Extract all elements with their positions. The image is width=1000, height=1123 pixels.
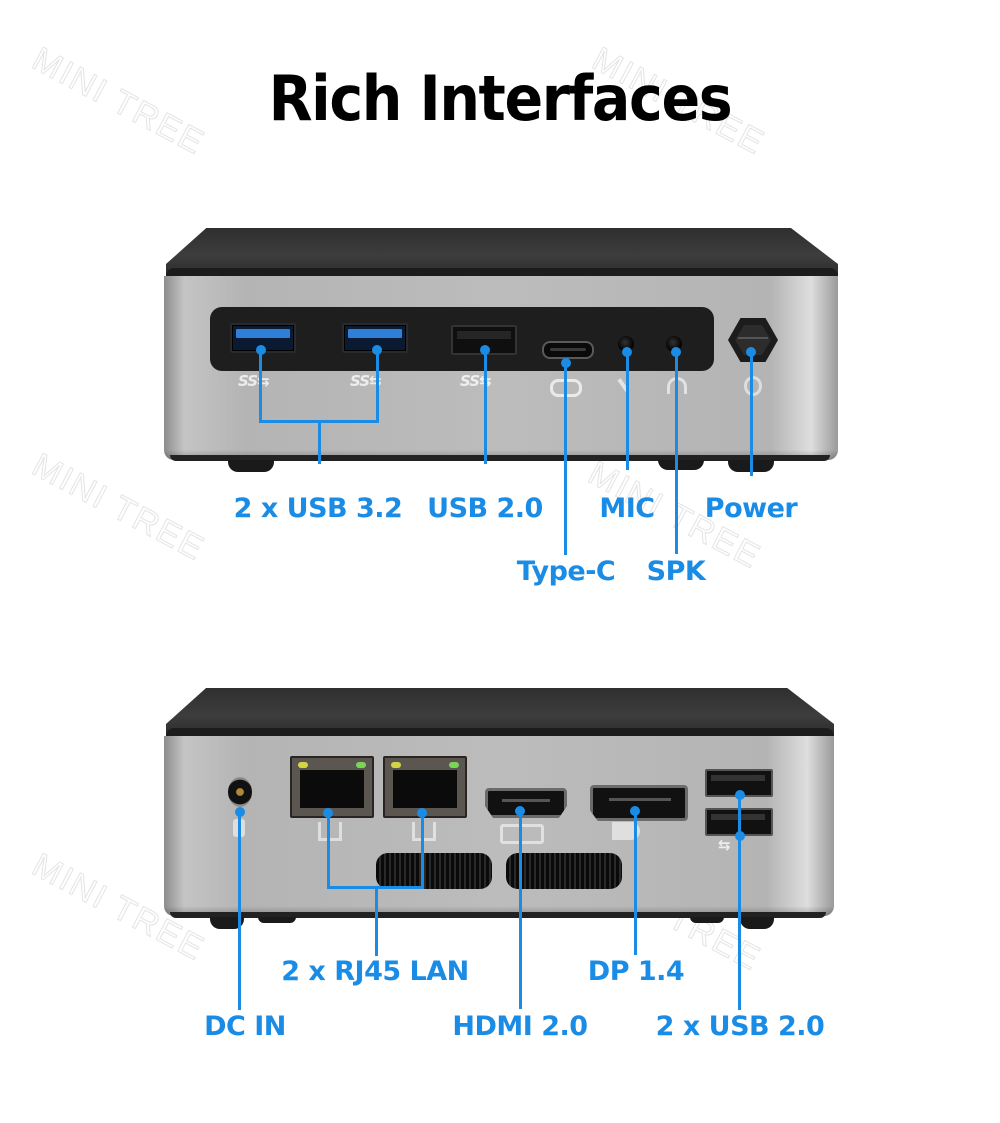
device-base <box>170 912 826 918</box>
usb-logo-icon: SS⇆ <box>460 372 492 390</box>
leader-line <box>519 811 522 1009</box>
dcin-marker <box>235 807 245 817</box>
vent-right <box>506 853 622 889</box>
label-usb20-front: USB 2.0 <box>427 493 543 524</box>
typec-marker <box>561 358 571 368</box>
usb3-2-marker <box>372 345 382 355</box>
rj45-port-1[interactable] <box>290 756 374 818</box>
label-typec: Type-C <box>516 556 616 587</box>
leader-line <box>750 352 753 476</box>
network-logo-icon <box>412 822 436 841</box>
hdmi-logo-icon <box>500 824 544 844</box>
label-spk: SPK <box>646 556 706 587</box>
label-usb20-rear: 2 x USB 2.0 <box>655 1011 825 1042</box>
leader-line <box>564 363 567 555</box>
leader-line <box>634 811 637 955</box>
dc-in-jack[interactable] <box>228 777 252 807</box>
device-foot <box>658 460 704 470</box>
watermark-mid-left: MINI TREE <box>26 445 212 569</box>
label-dp: DP 1.4 <box>587 956 685 987</box>
device-foot <box>228 460 274 472</box>
usb3-logo-icon: SS⇆ <box>238 372 270 390</box>
leader-line <box>327 812 330 888</box>
usb3-1-marker <box>256 345 266 355</box>
dp-marker <box>630 806 640 816</box>
rj45-port-2[interactable] <box>383 756 467 818</box>
usb-c-port[interactable] <box>542 341 594 359</box>
label-rj45: 2 x RJ45 LAN <box>281 956 469 987</box>
usb-logo-icon: ⇆ <box>718 836 731 854</box>
hdmi-port[interactable] <box>485 788 567 818</box>
device-lid-edge <box>166 268 838 278</box>
leader-line <box>238 812 241 1010</box>
power-logo-icon <box>744 376 762 396</box>
leader-line <box>484 350 487 464</box>
label-mic: MIC <box>599 493 655 524</box>
usb2-marker <box>480 345 490 355</box>
device-foot <box>690 917 724 923</box>
device-lid-edge <box>166 728 834 738</box>
usb3-logo-icon: SS⇆ <box>350 372 382 390</box>
label-usb32: 2 x USB 3.2 <box>233 493 403 524</box>
leader-line <box>738 796 741 1010</box>
device-foot <box>210 917 244 929</box>
device-foot <box>258 917 296 923</box>
lan1-marker <box>323 808 333 818</box>
leader-line <box>318 420 321 464</box>
power-marker <box>746 347 756 357</box>
mic-marker <box>622 347 632 357</box>
leader-line <box>259 350 262 422</box>
page-title: Rich Interfaces <box>268 62 733 135</box>
label-hdmi: HDMI 2.0 <box>452 1011 588 1042</box>
label-power: Power <box>704 493 798 524</box>
leader-line <box>421 812 424 888</box>
displayport-port[interactable] <box>590 785 688 821</box>
leader-line <box>626 352 629 470</box>
network-logo-icon <box>318 822 342 841</box>
leader-line <box>375 886 378 956</box>
device-foot <box>740 917 774 929</box>
leader-line <box>675 352 678 554</box>
label-dcin: DC IN <box>204 1011 286 1042</box>
lan2-marker <box>417 808 427 818</box>
leader-line <box>376 350 379 422</box>
spk-marker <box>671 347 681 357</box>
device-base <box>170 455 830 461</box>
hdmi-marker <box>515 806 525 816</box>
usb-rear-1-marker <box>735 790 745 800</box>
vent-left <box>376 853 492 889</box>
displayport-logo-icon <box>612 822 640 840</box>
usb-rear-2-marker <box>735 831 745 841</box>
